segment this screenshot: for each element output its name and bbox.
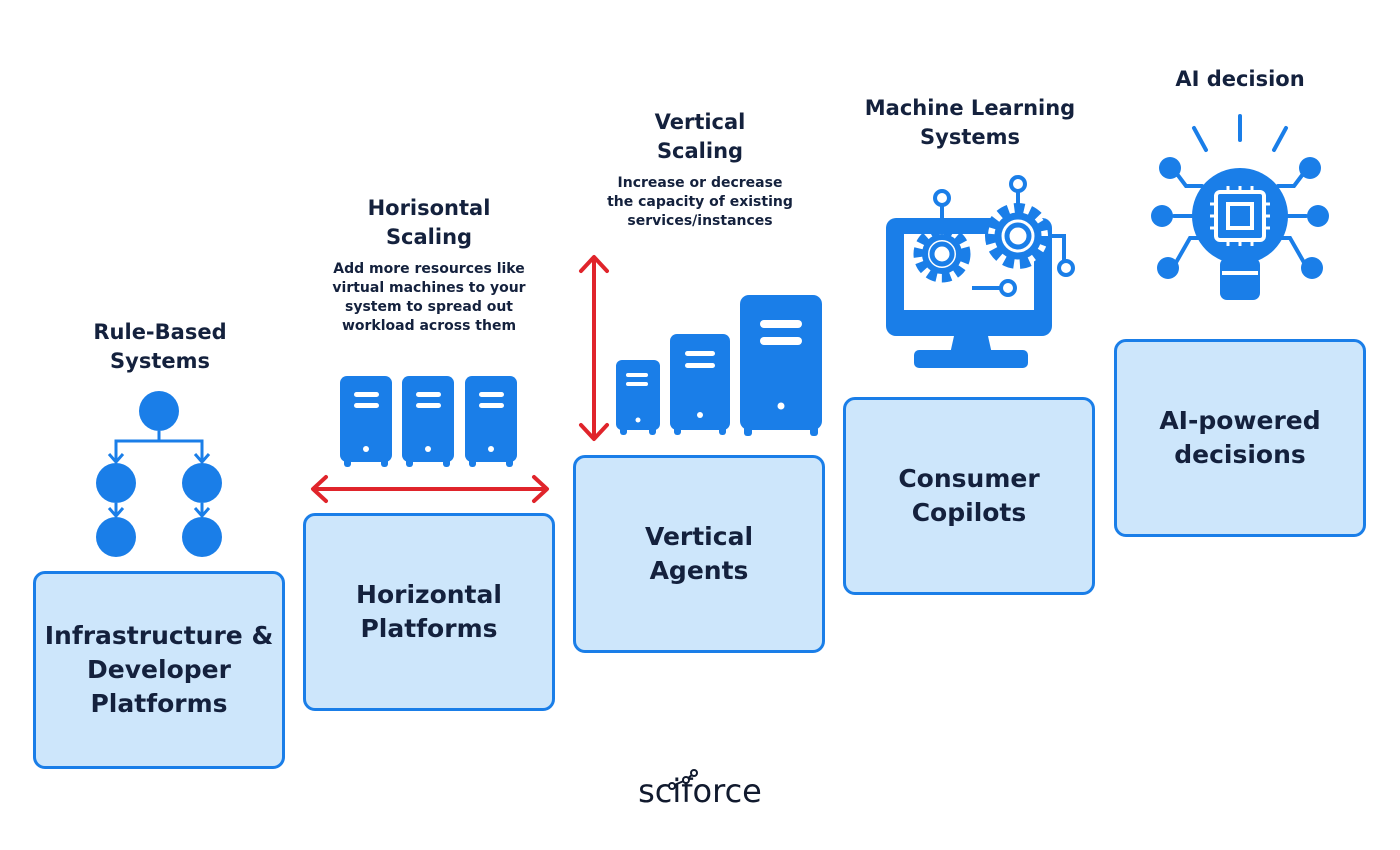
ml-monitor-gears-icon [880, 170, 1080, 374]
description-vertical-scaling: Increase or decrease the capacity of exi… [607, 175, 793, 229]
ai-lightbulb-chip-icon [1144, 108, 1336, 306]
box-vertical-agents: Vertical Agents [573, 455, 825, 653]
box-horizontal-platforms: Horizontal Platforms [303, 513, 555, 711]
box-infrastructure-developer-platforms: Infrastructure & Developer Platforms [33, 571, 285, 769]
box-label: Vertical Agents [644, 522, 754, 585]
heading-machine-learning-systems: Machine Learning Systems [864, 96, 1076, 149]
box-label: AI-powered decisions [1159, 406, 1321, 469]
sciforce-logo: sciforce [600, 766, 800, 816]
box-label: Infrastructure & Developer Platforms [44, 621, 274, 718]
heading-rule-based: Rule-Based Systems [93, 320, 227, 373]
box-label: Horizontal Platforms [356, 580, 502, 643]
heading-vertical-scaling: Vertical Scaling [654, 110, 746, 163]
flowchart-icon [90, 388, 230, 560]
box-label: Consumer Copilots [898, 464, 1040, 527]
logo-node-icon [668, 769, 698, 790]
servers-icon [338, 374, 522, 470]
box-ai-powered-decisions: AI-powered decisions [1114, 339, 1366, 537]
server-sizes-icon [612, 292, 826, 440]
vertical-double-arrow [576, 252, 612, 448]
description-horizontal-scaling: Add more resources like virtual machines… [332, 261, 526, 334]
heading-ai-decision: AI decision [1175, 67, 1305, 91]
box-consumer-copilots: Consumer Copilots [843, 397, 1095, 595]
logo-text: sciforce [638, 772, 762, 810]
horizontal-double-arrow [306, 472, 554, 510]
heading-horizontal-scaling: Horisontal Scaling [367, 196, 491, 249]
